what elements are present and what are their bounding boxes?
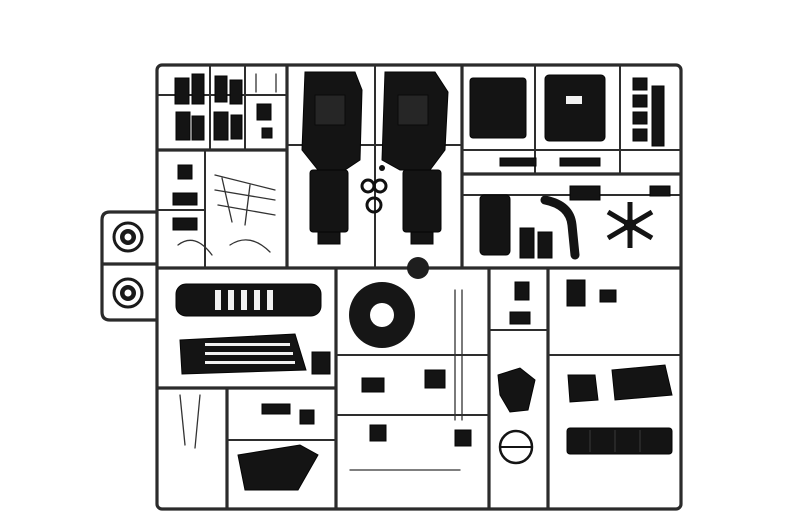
small-block: [599, 289, 617, 303]
cell-left-middle: [156, 149, 276, 269]
small-block: [424, 369, 446, 389]
tank-label: [566, 96, 582, 104]
small-block: [537, 231, 553, 259]
bar-part: [499, 157, 537, 167]
hose-part: [177, 239, 213, 256]
grille-top-slots: [215, 290, 273, 310]
bracket-part: [213, 111, 229, 141]
cell-top-right: [461, 64, 682, 175]
tank-part: [544, 74, 606, 142]
small-block: [177, 164, 193, 180]
cylinder-part: [632, 111, 648, 125]
rod-part: [214, 174, 276, 191]
gearbox-end: [410, 231, 434, 245]
rod-part: [221, 177, 233, 223]
cell-center-bottom: [335, 282, 490, 471]
cell-grilles: [175, 283, 331, 375]
outer-frame: [155, 63, 683, 511]
fuel-tank-part: [611, 364, 673, 401]
left-tab: [100, 210, 157, 322]
rod-part: [194, 394, 201, 449]
bracket-part: [174, 77, 190, 105]
small-block: [261, 403, 291, 415]
rod-part: [244, 184, 251, 226]
intake-pipe: [540, 195, 580, 260]
cell-top-left: [156, 64, 288, 151]
gear-top: [112, 221, 144, 253]
small-block: [361, 377, 385, 393]
tank-cylinder: [479, 194, 511, 256]
gearbox-left: [309, 169, 349, 233]
ring-part: [372, 178, 388, 194]
cylinder-part: [632, 128, 648, 142]
cell-top-center: [286, 64, 463, 269]
small-block: [566, 279, 586, 307]
exhaust-part: [566, 427, 673, 455]
gearbox-end: [317, 231, 341, 245]
hose-part: [229, 239, 271, 253]
panel-part: [469, 77, 527, 139]
fan-part: [606, 202, 654, 248]
gearbox-right: [402, 169, 442, 233]
sprue-frame: [100, 63, 683, 511]
cell-right-middle: [461, 185, 682, 260]
nut-part: [379, 165, 385, 171]
small-block: [369, 424, 387, 442]
cell-lower-left: [179, 394, 337, 491]
gear-bottom: [112, 277, 144, 309]
small-block: [454, 429, 472, 447]
bracket-part: [191, 73, 205, 105]
bracket-part: [497, 367, 536, 413]
small-block: [261, 127, 273, 139]
disc-hole: [370, 303, 394, 327]
cab-detail: [314, 94, 346, 126]
cell-right-bottom: [488, 279, 682, 465]
bracket-part: [230, 114, 243, 140]
sprue-gate: [407, 257, 429, 279]
rod-part: [179, 394, 186, 446]
gear-bottom-hole: [124, 289, 132, 297]
cab-detail: [397, 94, 429, 126]
grille-top: [175, 283, 322, 317]
bracket-part: [229, 79, 243, 105]
ring-part: [365, 196, 383, 214]
cylinder-part: [632, 77, 648, 91]
small-block: [649, 185, 671, 197]
manifold-part: [651, 85, 665, 147]
step-part: [567, 374, 599, 403]
small-block: [514, 281, 530, 301]
bracket-part: [175, 111, 191, 141]
gear-top-hole: [124, 233, 132, 241]
small-block: [299, 409, 315, 425]
small-block: [311, 351, 331, 375]
small-block: [509, 311, 531, 325]
small-block: [256, 103, 272, 121]
small-block: [569, 185, 601, 201]
small-block: [519, 227, 535, 259]
cylinder-part: [632, 94, 648, 108]
gear-parts: [112, 221, 144, 309]
small-block: [172, 217, 198, 231]
bracket-part: [191, 115, 205, 141]
bracket-part: [214, 75, 228, 103]
small-block: [172, 192, 198, 206]
bumper-part: [237, 444, 319, 491]
bar-part: [559, 157, 601, 167]
grille-bottom-slots: [205, 343, 295, 364]
